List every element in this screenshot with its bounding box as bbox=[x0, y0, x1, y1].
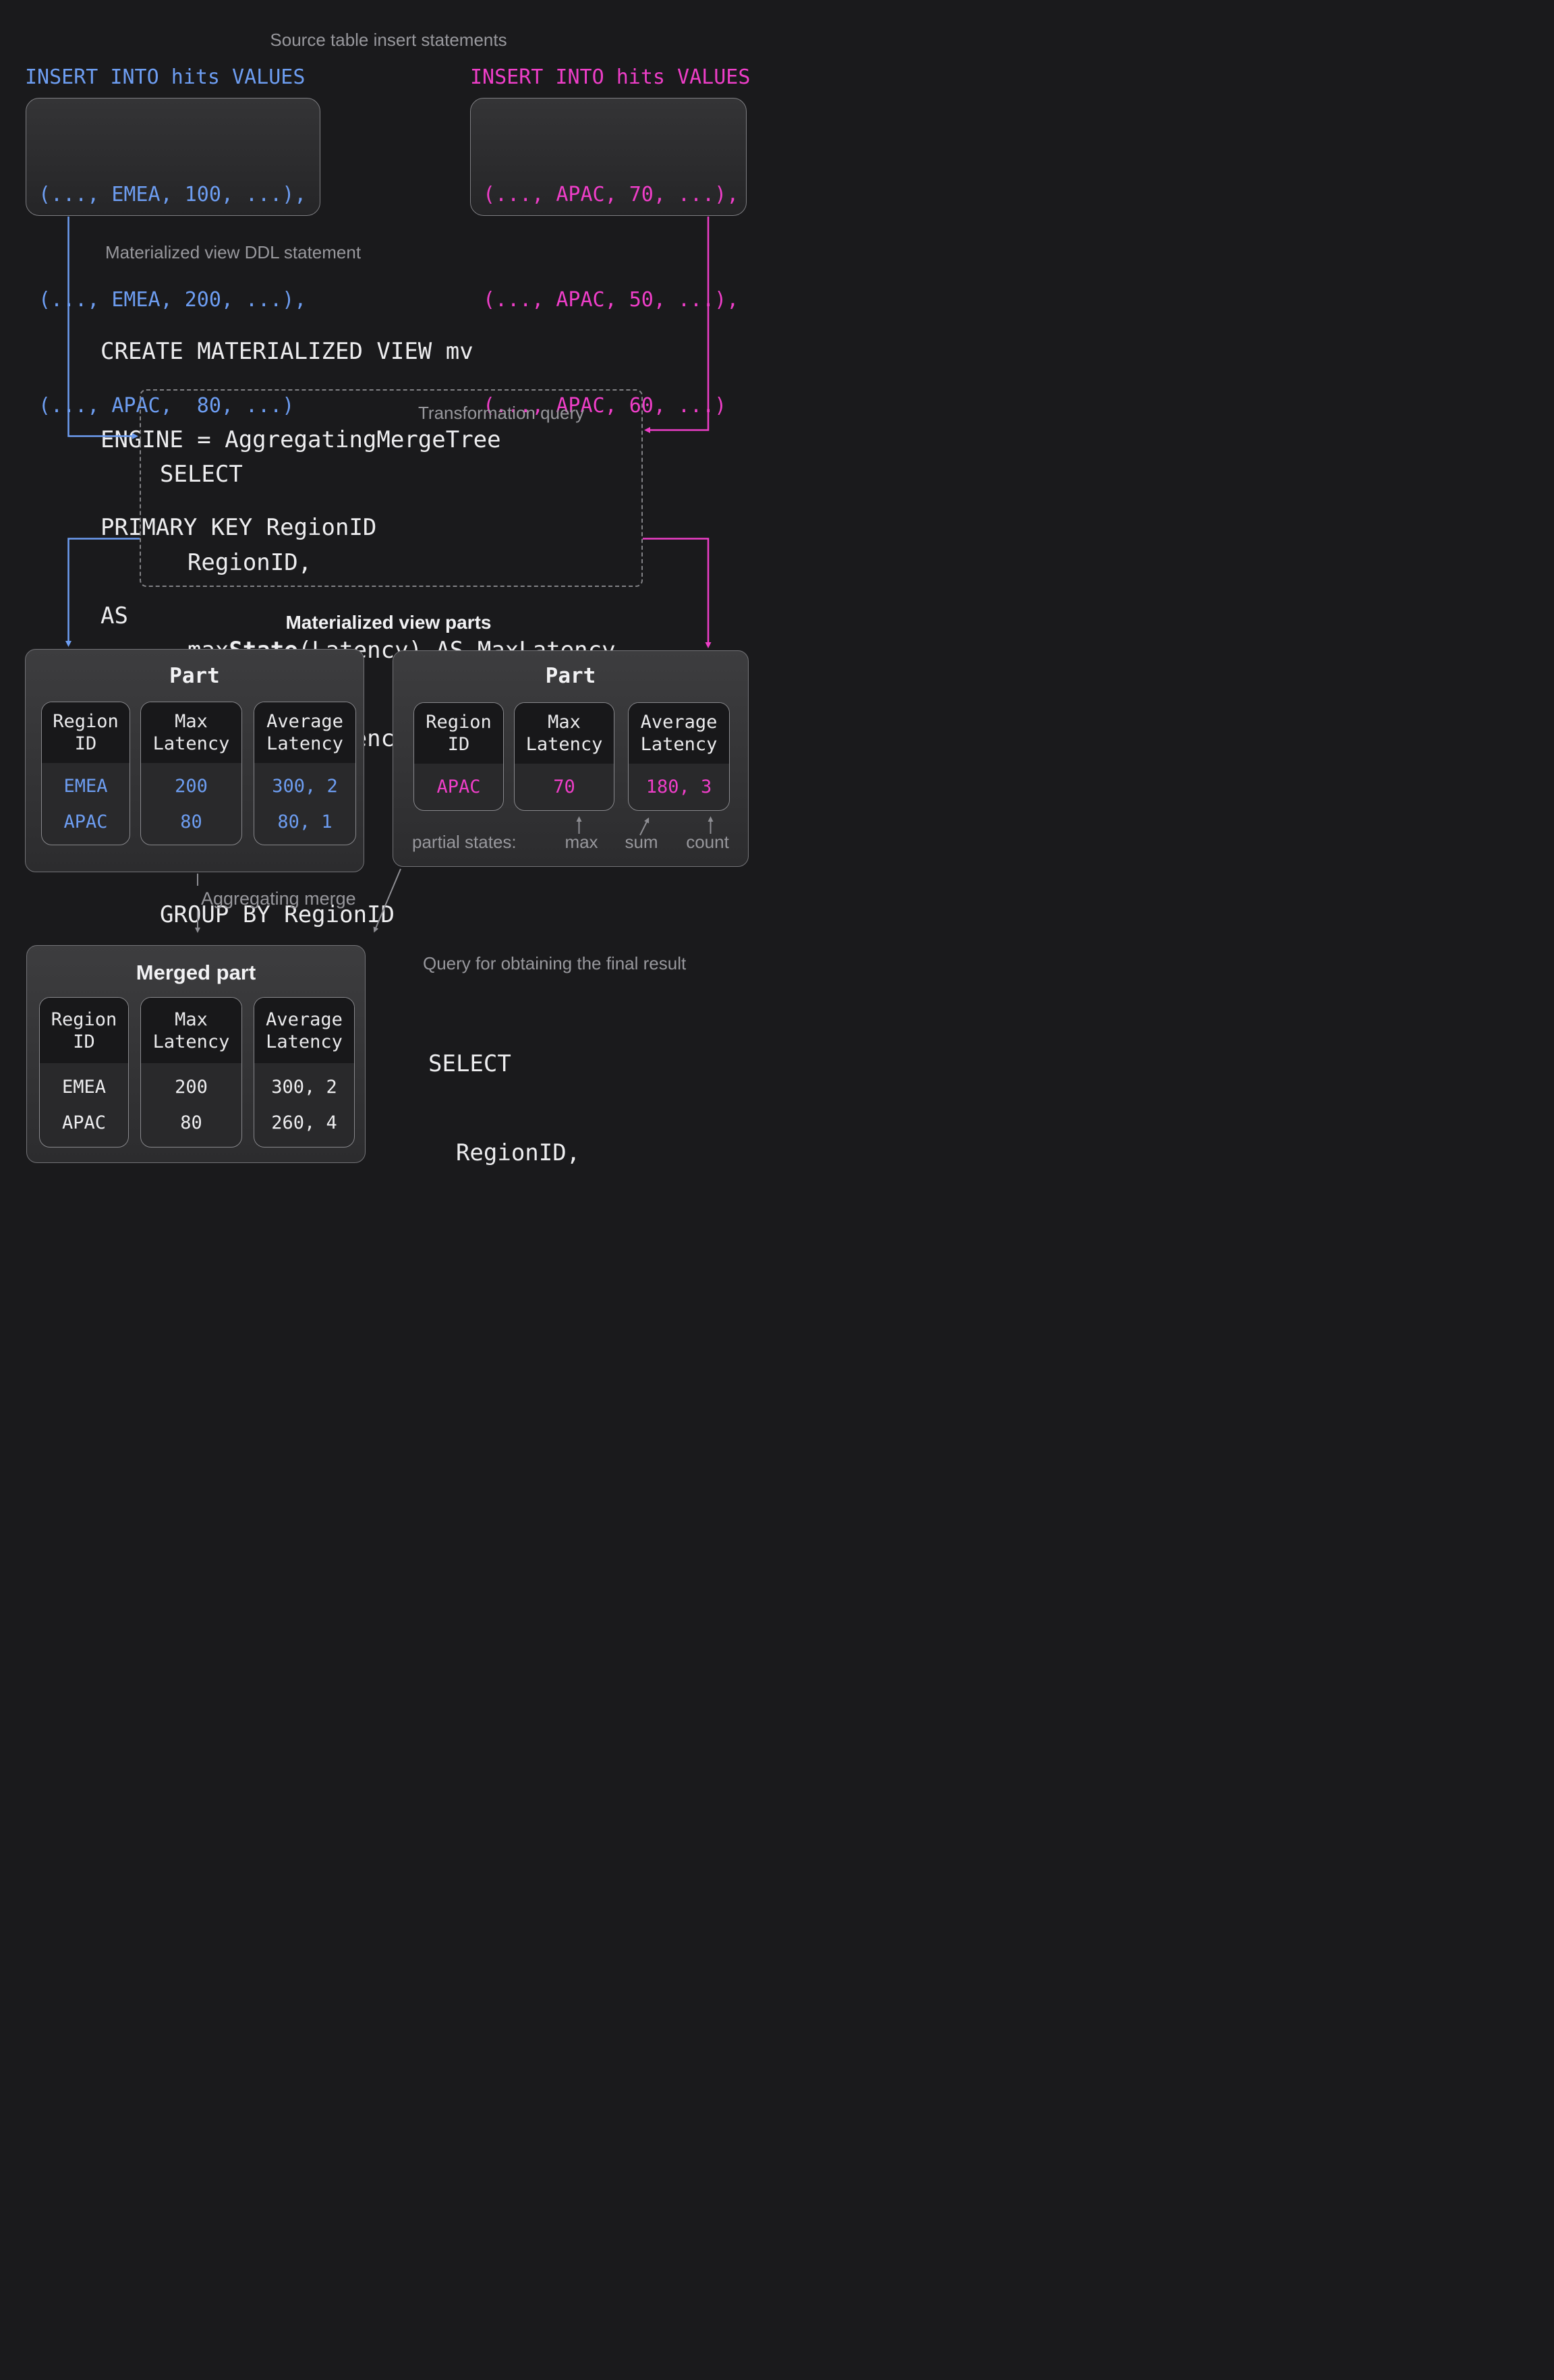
partial-state-count: count bbox=[686, 832, 729, 852]
partial-state-sum: sum bbox=[625, 832, 658, 852]
code-line: SELECT bbox=[160, 461, 243, 488]
transformation-query-box bbox=[140, 389, 643, 587]
insert-row: (..., APAC, 50, ...), bbox=[483, 288, 739, 312]
column-max-latency: Max Latency 70 bbox=[514, 702, 614, 811]
code-line: CREATE MATERIALIZED VIEW mv bbox=[100, 338, 473, 365]
insert-right-header: INSERT INTO hits VALUES bbox=[470, 65, 751, 89]
part-left-box: Part Region ID EMEA APAC Max Latency 200… bbox=[25, 649, 364, 872]
partial-states-label: partial states: bbox=[412, 832, 517, 852]
insert-left-box: (..., EMEA, 100, ...), (..., EMEA, 200, … bbox=[26, 98, 320, 418]
code-line: RegionID, bbox=[428, 1139, 581, 1166]
table-cell: 70 bbox=[553, 776, 575, 797]
insert-right-box: (..., APAC, 70, ...), (..., APAC, 50, ..… bbox=[470, 98, 747, 418]
transformation-query-label: Transformation query bbox=[418, 403, 585, 423]
table-cell: 80 bbox=[180, 1112, 202, 1133]
column-header: Max Latency bbox=[141, 998, 241, 1063]
column-header: Average Latency bbox=[254, 702, 355, 763]
part-right-box: Part Region ID APAC Max Latency 70 Avera… bbox=[393, 650, 749, 867]
table-cell: 200 bbox=[175, 1077, 208, 1098]
column-header: Average Latency bbox=[629, 703, 729, 764]
column-average-latency: Average Latency 300, 2 80, 1 bbox=[254, 702, 356, 845]
code-line: PRIMARY KEY RegionID bbox=[100, 514, 377, 541]
insert-row: (..., EMEA, 100, ...), bbox=[38, 182, 307, 206]
merged-part-title: Merged part bbox=[136, 961, 256, 984]
column-max-latency: Max Latency 200 80 bbox=[140, 997, 242, 1148]
table-cell: 200 bbox=[175, 775, 208, 797]
column-region-id: Region ID EMEA APAC bbox=[39, 997, 129, 1148]
table-cell: 260, 4 bbox=[271, 1112, 337, 1133]
insert-row: (..., APAC, 70, ...), bbox=[483, 182, 739, 206]
column-average-latency: Average Latency 180, 3 bbox=[628, 702, 730, 811]
table-cell: EMEA bbox=[61, 1077, 107, 1098]
parts-section-title: Materialized view parts bbox=[285, 612, 492, 633]
column-header: Region ID bbox=[42, 702, 130, 763]
column-header: Average Latency bbox=[254, 998, 354, 1063]
table-cell: 80, 1 bbox=[277, 811, 333, 832]
table-cell: APAC bbox=[61, 1112, 107, 1133]
column-region-id: Region ID APAC bbox=[413, 702, 504, 811]
column-header: Max Latency bbox=[141, 702, 241, 763]
aggregating-merge-label: Aggregating merge bbox=[201, 888, 356, 909]
column-header: Region ID bbox=[40, 998, 128, 1063]
table-cell: APAC bbox=[436, 776, 481, 797]
page-title: Source table insert statements bbox=[270, 30, 507, 50]
table-cell: EMEA bbox=[63, 775, 108, 797]
code-line: ENGINE = AggregatingMergeTree bbox=[100, 426, 501, 453]
table-cell: 80 bbox=[180, 811, 202, 832]
column-header: Max Latency bbox=[515, 703, 614, 764]
column-region-id: Region ID EMEA APAC bbox=[41, 702, 130, 845]
table-cell: APAC bbox=[63, 811, 108, 832]
table-cell: 180, 3 bbox=[645, 776, 712, 797]
merged-part-box: Merged part Region ID EMEA APAC Max Late… bbox=[26, 945, 366, 1163]
code-line: SELECT bbox=[428, 1050, 511, 1077]
insert-left-header: INSERT INTO hits VALUES bbox=[25, 65, 306, 89]
ddl-label: Materialized view DDL statement bbox=[105, 242, 362, 262]
table-cell: 300, 2 bbox=[272, 775, 338, 797]
part-title: Part bbox=[169, 664, 220, 688]
diagram-canvas: Source table insert statements INSERT IN… bbox=[0, 0, 777, 1190]
column-average-latency: Average Latency 300, 2 260, 4 bbox=[254, 997, 355, 1148]
partial-state-max: max bbox=[565, 832, 598, 852]
ddl-code: CREATE MATERIALIZED VIEW mv ENGINE = Agg… bbox=[100, 279, 501, 689]
column-max-latency: Max Latency 200 80 bbox=[140, 702, 242, 845]
column-header: Region ID bbox=[414, 703, 503, 764]
part-title: Part bbox=[545, 664, 596, 688]
table-cell: 300, 2 bbox=[271, 1077, 337, 1098]
code-line: RegionID, bbox=[160, 548, 312, 576]
final-query-label: Query for obtaining the final result bbox=[423, 953, 687, 973]
